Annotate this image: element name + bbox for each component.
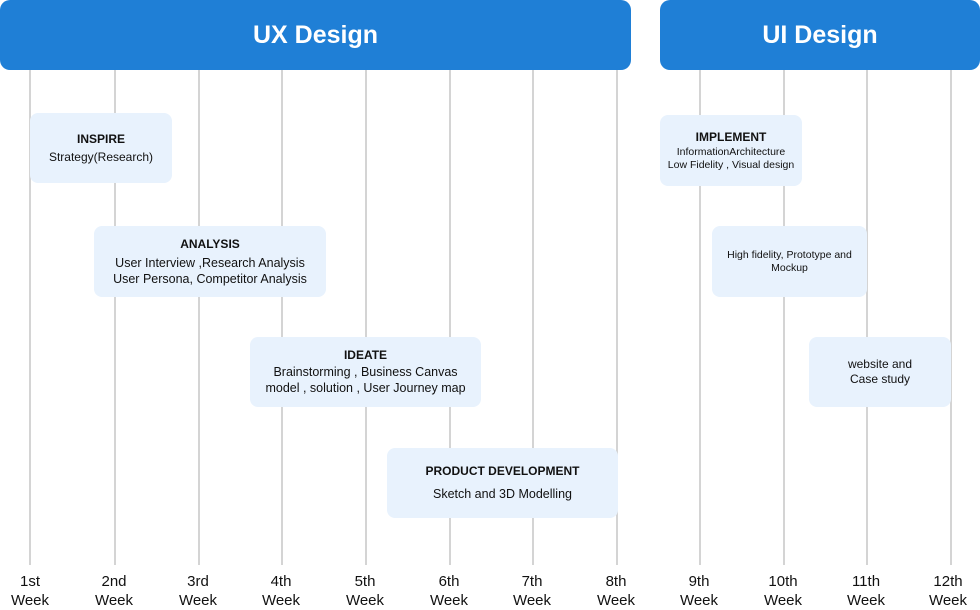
task-ideate: IDEATE Brainstorming , Business Canvas m… [250,337,481,407]
week-12-num: 12th [933,573,963,590]
task-analysis: ANALYSIS User Interview ,Research Analys… [94,226,326,297]
gridline-week-9 [699,70,701,565]
week-2-unit: Week [94,592,134,609]
week-8-unit: Week [596,592,636,609]
week-1-num: 1st [19,573,40,590]
week-label-10: 10th Week [753,572,813,610]
gridline-week-12 [950,70,952,565]
gridline-week-3 [198,70,200,565]
gridline-week-7 [532,70,534,565]
task-inspire: INSPIRE Strategy(Research) [30,113,172,183]
gridline-week-1 [29,70,31,565]
week-9-num: 9th [688,573,710,590]
week-3-unit: Week [178,592,218,609]
week-7-num: 7th [521,573,543,590]
task-website-line-1: website and [847,357,913,371]
ux-design-header: UX Design [0,0,631,70]
task-product-development-title: PRODUCT DEVELOPMENT [425,464,580,478]
task-implement: IMPLEMENT InformationArchitecture Low Fi… [660,115,802,186]
task-product-development-line-1: Sketch and 3D Modelling [433,487,572,501]
week-7-unit: Week [512,592,552,609]
task-ideate-line-1: Brainstorming , Business Canvas [273,365,458,379]
gridline-week-6 [449,70,451,565]
task-analysis-title: ANALYSIS [180,236,240,251]
week-6-unit: Week [429,592,469,609]
week-label-5: 5th Week [335,572,395,610]
task-website: website and Case study [809,337,951,407]
task-analysis-line-2: User Persona, Competitor Analysis [113,271,307,286]
week-label-7: 7th Week [502,572,562,610]
week-5-num: 5th [354,573,376,590]
week-4-unit: Week [261,592,301,609]
task-ideate-title: IDEATE [343,348,388,362]
gridline-week-8 [616,70,618,565]
week-label-8: 8th Week [586,572,646,610]
week-label-2: 2nd Week [84,572,144,610]
week-11-unit: Week [846,592,886,609]
task-implement-title: IMPLEMENT [695,129,767,144]
week-label-3: 3rd Week [168,572,228,610]
task-implement-line-1: InformationArchitecture [676,145,786,158]
task-website-line-2: Case study [849,372,911,386]
gridline-week-11 [866,70,868,565]
week-3-num: 3rd [187,573,209,590]
task-product-development: PRODUCT DEVELOPMENT Sketch and 3D Modell… [387,448,618,518]
ux-design-label: UX Design [252,20,379,49]
week-label-12: 12th Week [918,572,978,610]
task-ideate-line-2: model , solution , User Journey map [265,381,466,395]
task-high-fidelity: High fidelity, Prototype and Mockup [712,226,867,297]
gridline-week-2 [114,70,116,565]
week-8-num: 8th [605,573,627,590]
week-12-unit: Week [928,592,968,609]
ui-design-header: UI Design [660,0,980,70]
week-label-9: 9th Week [669,572,729,610]
task-analysis-line-1: User Interview ,Research Analysis [115,255,305,270]
week-6-num: 6th [438,573,460,590]
task-high-fidelity-line-2: Mockup [771,261,808,274]
week-2-num: 2nd [101,573,127,590]
week-label-11: 11th Week [836,572,896,610]
week-10-num: 10th [768,573,798,590]
week-5-unit: Week [345,592,385,609]
task-inspire-title: INSPIRE [76,131,125,146]
gridline-week-5 [365,70,367,565]
week-9-unit: Week [679,592,719,609]
task-high-fidelity-line-1: High fidelity, Prototype and [727,248,852,261]
week-label-4: 4th Week [251,572,311,610]
week-label-1: 1st Week [0,572,60,610]
task-inspire-line-1: Strategy(Research) [48,149,154,164]
gridline-week-4 [281,70,283,565]
week-label-6: 6th Week [419,572,479,610]
week-1-unit: Week [10,592,50,609]
week-4-num: 4th [270,573,292,590]
week-10-unit: Week [763,592,803,609]
week-11-num: 11th [851,573,881,590]
task-implement-line-2: Low Fidelity , Visual design [667,158,795,171]
gridline-week-10 [783,70,785,565]
ui-design-label: UI Design [762,20,878,49]
